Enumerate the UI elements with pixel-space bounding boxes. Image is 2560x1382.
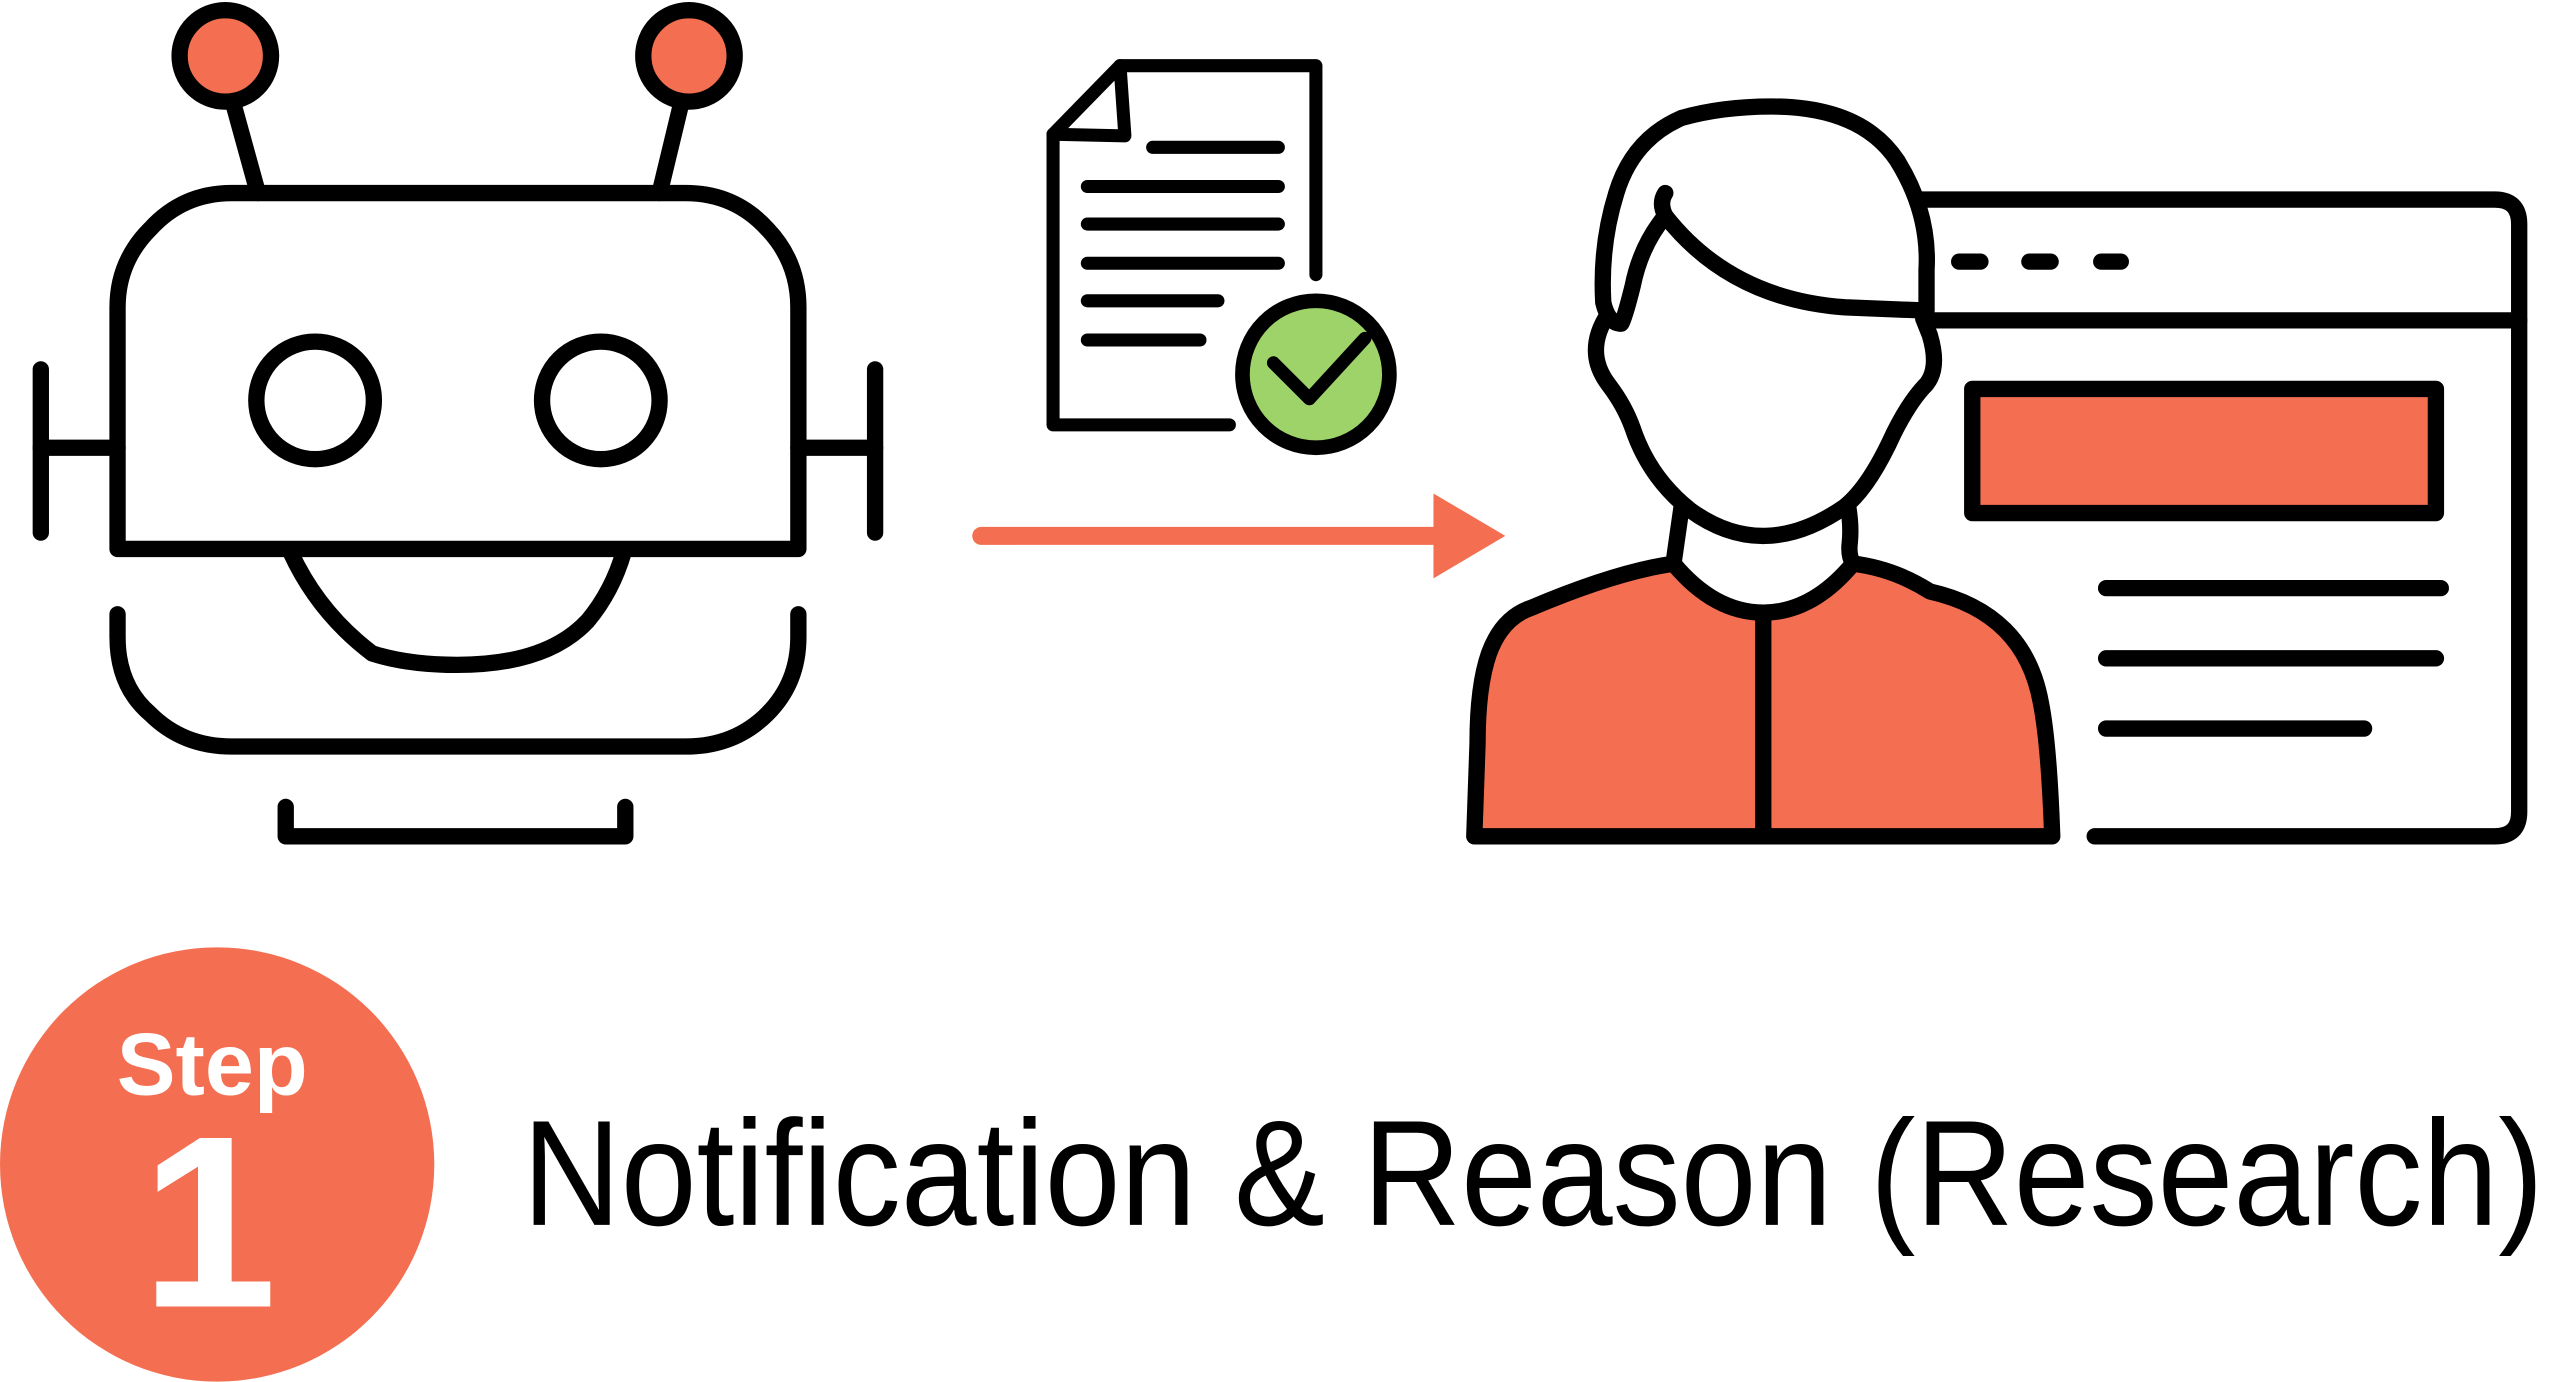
robot-antenna-left — [171, 2, 280, 110]
browser-highlight-block — [1964, 380, 2445, 522]
person-hair — [1594, 98, 1935, 332]
checkmark-icon — [1266, 331, 1372, 406]
document-check-icon — [1046, 59, 1397, 456]
person-icon — [1466, 98, 2061, 845]
person-face — [1587, 305, 1943, 545]
robot-antenna-right — [635, 2, 743, 110]
step-number: 1 — [141, 1085, 277, 1359]
robot-body — [109, 606, 807, 755]
arrow-right-icon — [972, 493, 1506, 579]
robot-eye-right — [533, 333, 668, 468]
robot-base — [277, 798, 634, 845]
robot-icon — [32, 2, 884, 845]
robot-eye-left — [248, 333, 383, 468]
step-label: Step — [117, 1014, 308, 1113]
browser-window-icon — [1910, 191, 2528, 845]
step-title: Notification & Reason (Research) — [522, 1089, 2543, 1257]
check-circle — [1235, 293, 1397, 456]
robot-mouth — [282, 544, 632, 674]
step-badge: Step 1 — [0, 947, 435, 1382]
robot-head — [109, 184, 807, 558]
